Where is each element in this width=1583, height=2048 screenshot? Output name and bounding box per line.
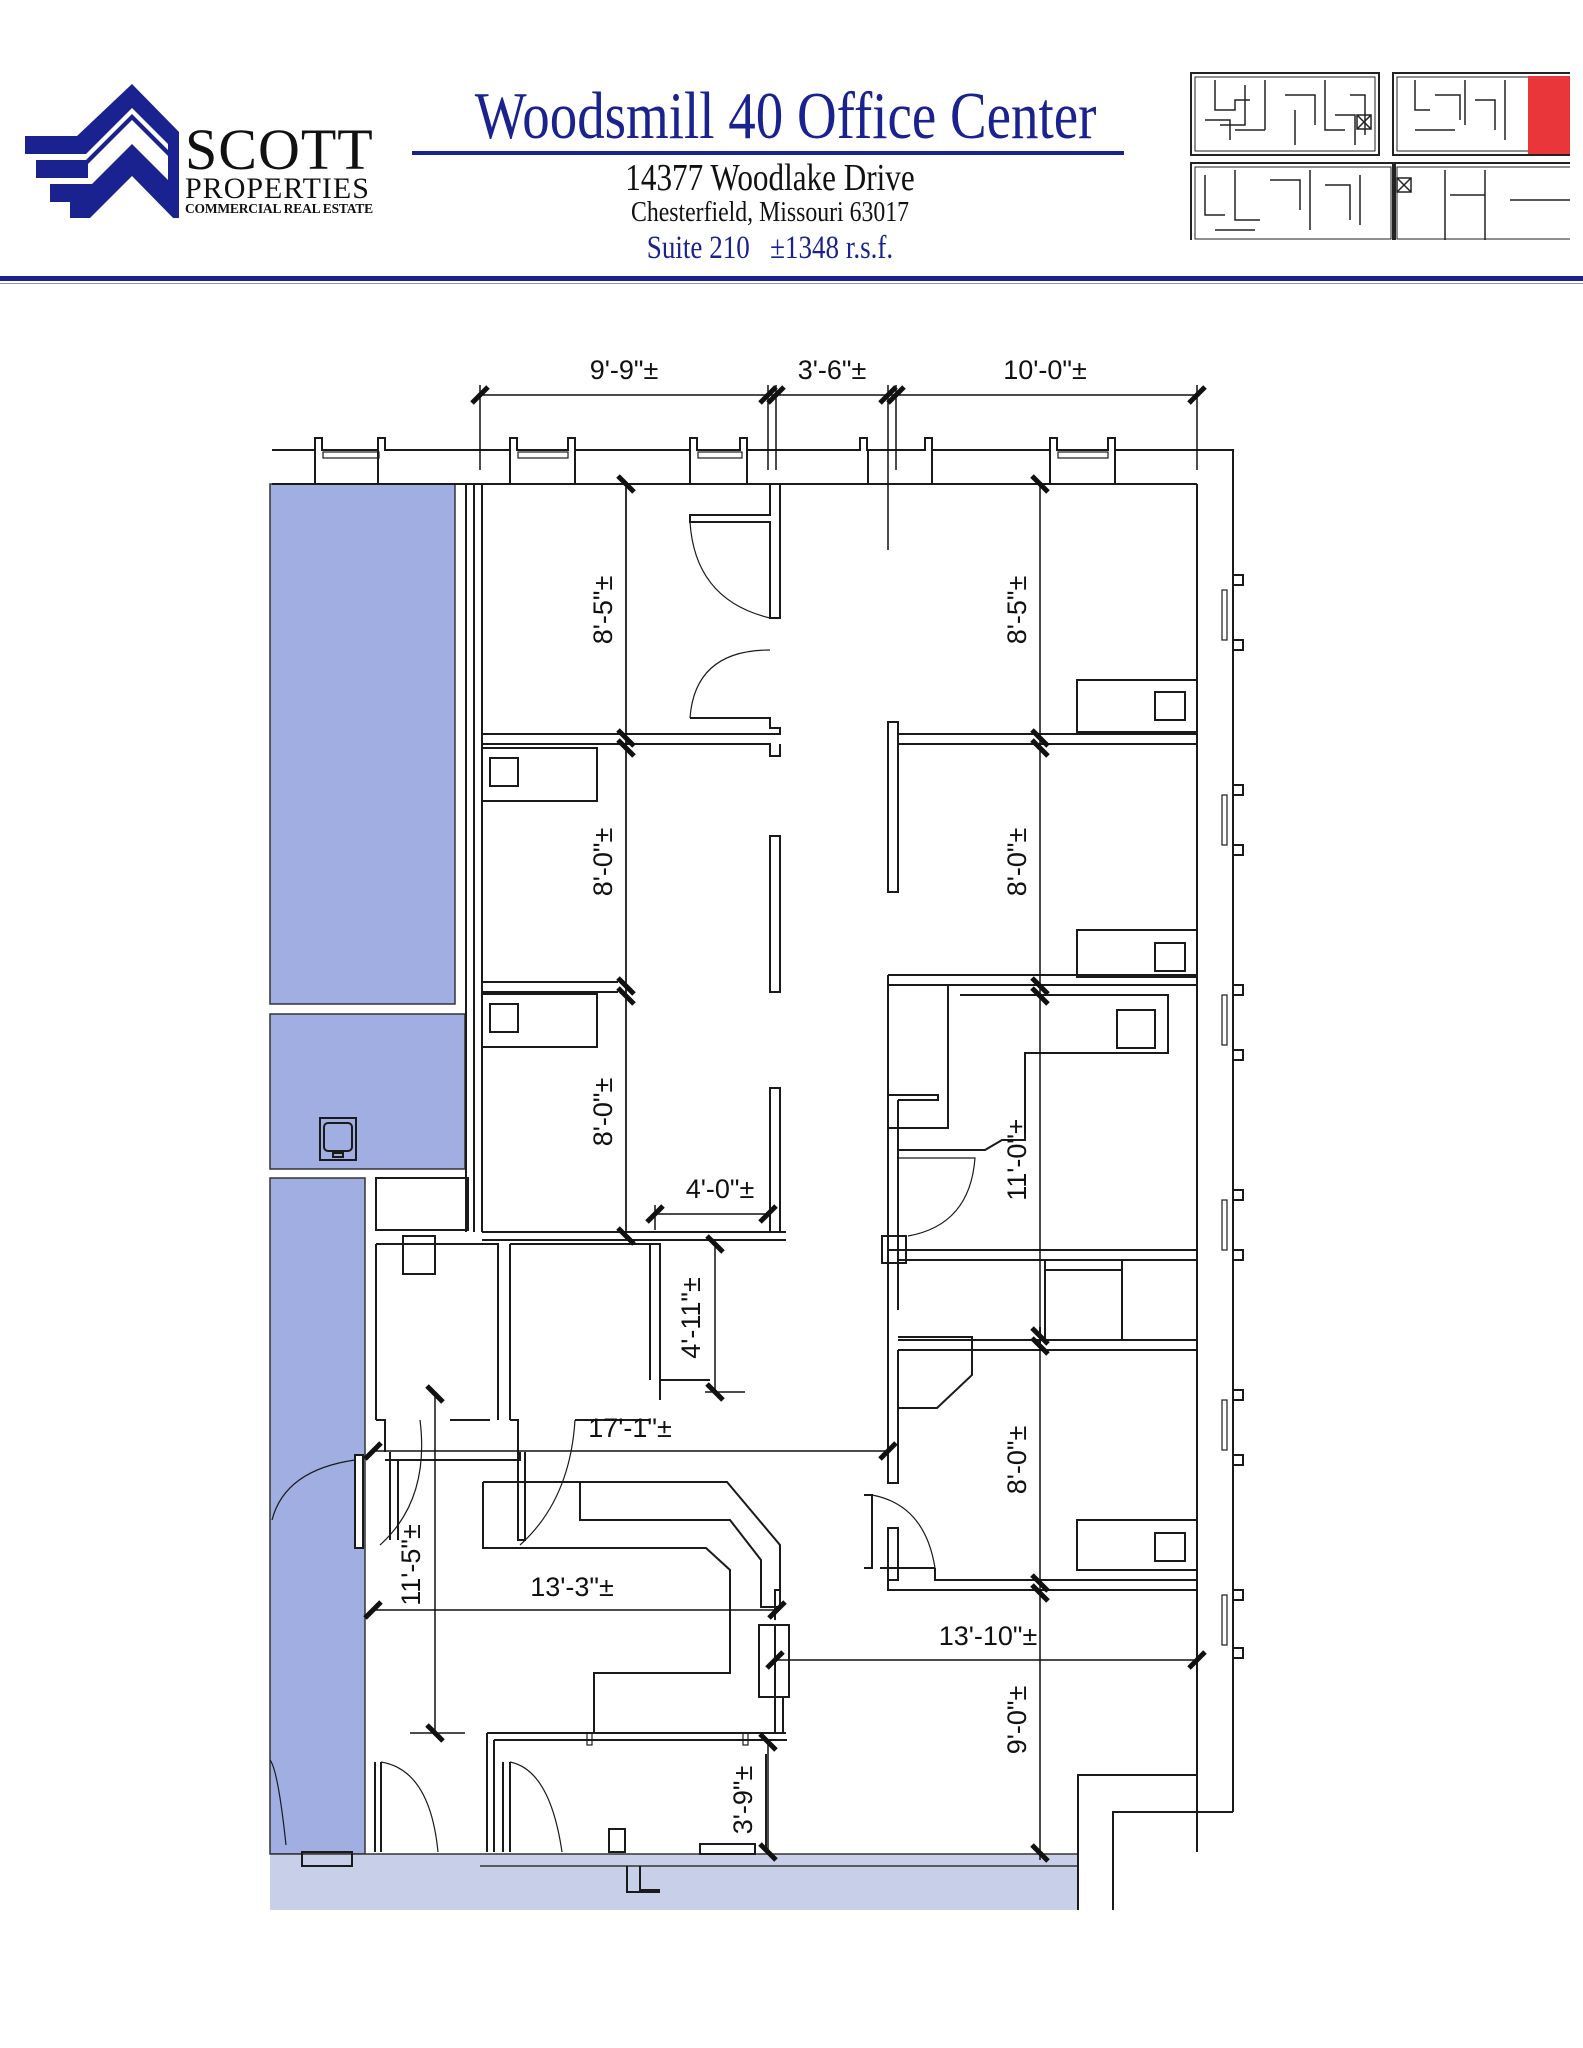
adjacent-tenant-areas — [269, 483, 1078, 1910]
chevron-logo-icon — [25, 84, 179, 224]
dim-right-office3-depth: 11'-0"± — [1002, 1119, 1032, 1201]
dim-top-mid-width: 3'-6"± — [798, 355, 867, 385]
dim-left-office1-depth: 8'-5"± — [588, 576, 618, 645]
dimension-ticks — [363, 385, 1207, 1863]
dim-entry-depth: 3'-9"± — [728, 1766, 758, 1835]
dim-right-office5-depth: 9'-0"± — [1002, 1686, 1032, 1755]
dim-closet-depth: 4'-11"± — [676, 1277, 706, 1359]
dim-reception-depth: 11'-5"± — [396, 1524, 426, 1606]
dim-reception-width: 13'-3"± — [530, 1572, 614, 1602]
dimension-labels: 9'-9"± 3'-6"± 10'-0"± 8'-5"± 8'-0"± 8'-0… — [396, 355, 1087, 1834]
suite-highlight — [1528, 76, 1571, 154]
logo-subtitle: PROPERTIES — [185, 172, 370, 205]
header-divider-thin — [0, 283, 1583, 284]
dim-right-office2-depth: 8'-0"± — [1002, 828, 1032, 897]
header-divider — [0, 276, 1583, 281]
dim-right-office4-depth: 8'-0"± — [1002, 1426, 1032, 1495]
logo-tagline: COMMERCIAL REAL ESTATE — [185, 201, 373, 216]
scott-properties-logo: SCOTT PROPERTIES COMMERCIAL REAL ESTATE — [22, 78, 382, 224]
dim-bottom-office-width: 13'-10"± — [939, 1621, 1038, 1651]
dim-corridor-width: 17'-1"± — [588, 1413, 672, 1443]
dimension-lines — [372, 385, 1198, 1860]
dim-right-office1-depth: 8'-5"± — [1002, 576, 1032, 645]
title-block: Woodsmill 40 Office Center 14377 Woodlak… — [410, 72, 1130, 266]
dim-left-office2-depth: 8'-0"± — [588, 828, 618, 897]
dim-closet-width: 4'-0"± — [686, 1174, 755, 1204]
city-state-zip: Chesterfield, Missouri 63017 — [630, 196, 910, 228]
suite-info: Suite 210 ±1348 r.s.f. — [646, 230, 894, 266]
logo-company-name: SCOTT — [185, 117, 374, 182]
street-address: 14377 Woodlake Drive — [625, 157, 915, 199]
dim-top-left-width: 9'-9"± — [590, 355, 659, 385]
building-title: Woodsmill 40 Office Center — [474, 79, 1097, 153]
title-underline — [412, 151, 1124, 155]
header: SCOTT PROPERTIES COMMERCIAL REAL ESTATE … — [0, 0, 1583, 290]
dim-top-right-width: 10'-0"± — [1003, 355, 1087, 385]
dim-left-office3-depth: 8'-0"± — [588, 1078, 618, 1147]
